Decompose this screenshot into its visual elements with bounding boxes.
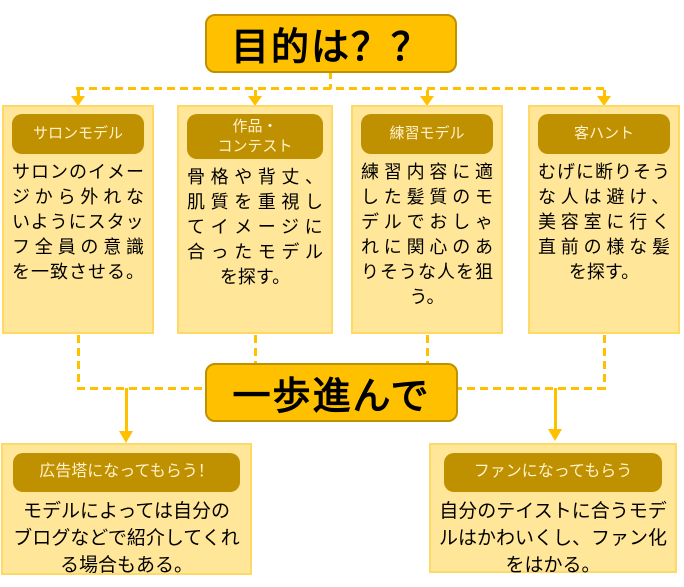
connector-top-horizontal	[76, 87, 606, 90]
arrowhead-col1	[71, 96, 85, 106]
connector-bottom-right-shaft	[554, 388, 557, 430]
column-header-salon-model: サロンモデル	[12, 114, 144, 154]
middle-banner: 一歩進んで	[205, 363, 458, 422]
arrowhead-bottom-right	[548, 429, 562, 441]
bottom-box-fan: ファンになってもらう 自分のテイストに合うモデルはかわいくし、ファン化をはかる。	[429, 443, 677, 576]
title-box: 目的は？？	[205, 14, 457, 73]
connector-bottom-left-shaft	[125, 388, 128, 432]
bottom-header-fan: ファンになってもらう	[444, 453, 662, 492]
column-salon-model: サロンモデル サロンのイメージから外れないようにスタッフ全員の意識を一致させる。	[2, 105, 154, 334]
bottom-box-advertising: 広告塔になってもらう！ モデルによっては自分のブログなどで紹介してくれる場合もあ…	[1, 443, 252, 576]
bottom-body-fan: 自分のテイストに合うモデルはかわいくし、ファン化をはかる。	[438, 501, 667, 576]
bottom-body-advertising: モデルによっては自分のブログなどで紹介してくれる場合もある。	[13, 501, 240, 576]
connector-col4-stub	[603, 90, 606, 97]
column-header-practice-model: 練習モデル	[361, 114, 493, 154]
column-body-salon-model: サロンのイメージから外れないようにスタッフ全員の意識を一致させる。	[12, 162, 149, 282]
arrowhead-col2	[248, 96, 262, 106]
connector-col2-down	[254, 335, 257, 365]
column-body-customer-hunt: むげに断りそうな人は避け、美容室に行く直前の様な髪を探す。	[538, 162, 675, 282]
column-customer-hunt: 客ハント むげに断りそうな人は避け、美容室に行く直前の様な髪を探す。	[528, 105, 680, 334]
arrowhead-col4	[597, 96, 611, 106]
connector-col4-down	[603, 335, 606, 390]
connector-col3-stub	[426, 90, 429, 97]
column-header-contest: 作品・ コンテスト	[187, 114, 323, 159]
arrowhead-bottom-left	[119, 431, 133, 443]
column-body-contest: 骨格や背丈、肌質を重視してイメージに合ったモデルを探す。	[187, 167, 329, 287]
arrowhead-col3	[420, 96, 434, 106]
connector-col3-down	[426, 335, 429, 365]
title-label: 目的は？？	[230, 27, 431, 69]
column-header-customer-hunt: 客ハント	[538, 114, 670, 154]
bottom-header-advertising: 広告塔になってもらう！	[13, 453, 240, 492]
connector-col1-stub	[77, 90, 80, 97]
middle-banner-label: 一歩進んで	[232, 376, 431, 418]
connector-title-down	[329, 71, 332, 89]
connector-col1-down	[77, 335, 80, 390]
column-body-practice-model: 練習内容に適した髪質のモデルでおしゃれに関心のありそうな人を狙う。	[361, 162, 498, 307]
connector-col2-stub	[254, 90, 257, 97]
column-practice-model: 練習モデル 練習内容に適した髪質のモデルでおしゃれに関心のありそうな人を狙う。	[351, 105, 503, 334]
column-contest: 作品・ コンテスト 骨格や背丈、肌質を重視してイメージに合ったモデルを探す。	[177, 105, 333, 334]
